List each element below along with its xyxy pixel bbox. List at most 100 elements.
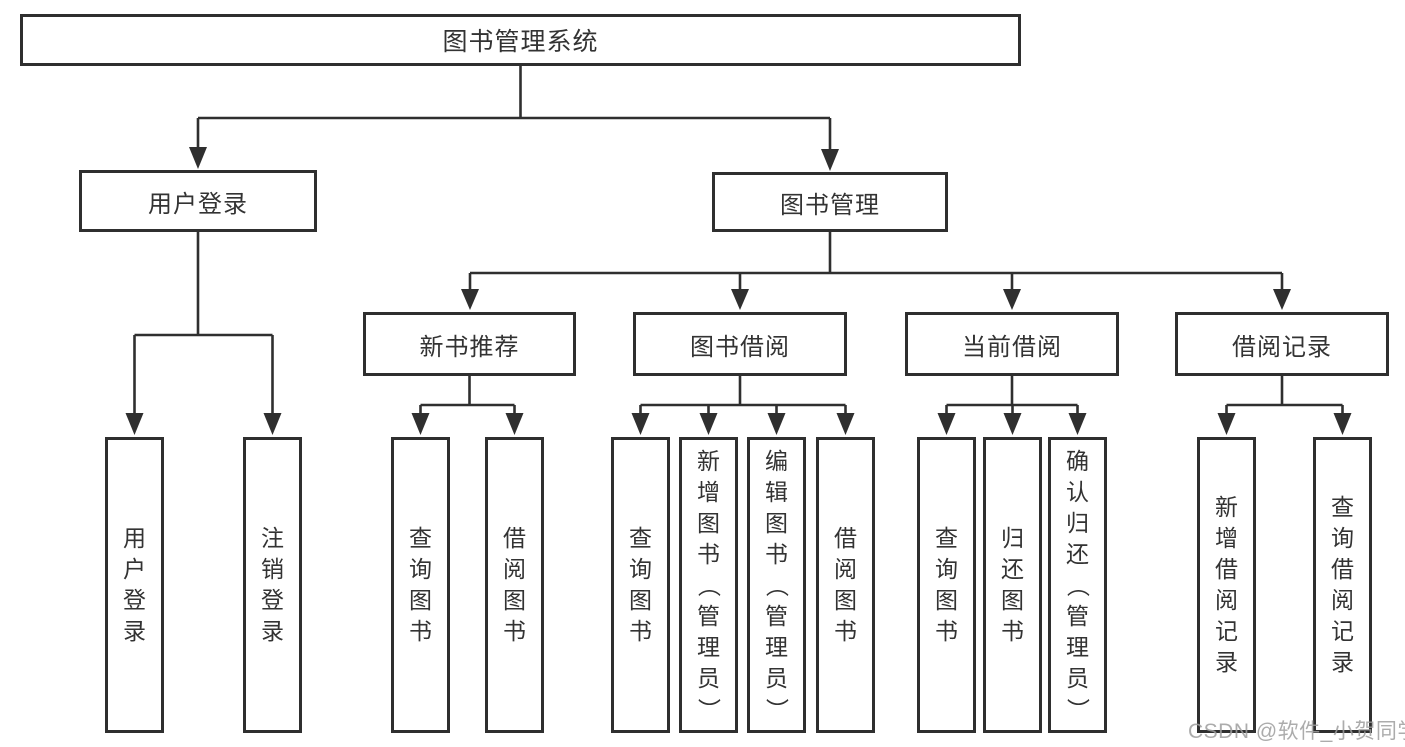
vertical-char: 新 bbox=[1215, 494, 1238, 520]
vertical-char: 管 bbox=[765, 602, 788, 629]
vertical-char: 销 bbox=[261, 556, 284, 582]
vertical-char: 录 bbox=[1215, 649, 1238, 675]
vertical-char: 增 bbox=[697, 478, 720, 505]
vertical-char: 录 bbox=[1331, 649, 1354, 675]
vertical-char: 员 bbox=[697, 664, 720, 691]
vertical-char: 询 bbox=[1331, 525, 1354, 551]
vertical-char: 录 bbox=[123, 618, 146, 644]
connector-borrow-records-children bbox=[1217, 376, 1352, 435]
node-leaf-logout: 注销登录 bbox=[243, 437, 302, 733]
vertical-char: 理 bbox=[1066, 633, 1089, 660]
connector-book-mgmt-children bbox=[461, 232, 1291, 310]
vertical-char: 借 bbox=[503, 525, 526, 551]
vertical-char: 借 bbox=[1215, 556, 1238, 582]
vertical-char: 询 bbox=[409, 556, 432, 582]
vertical-char: （ bbox=[764, 573, 790, 597]
vertical-char: 还 bbox=[1066, 540, 1089, 567]
vertical-char: ） bbox=[764, 697, 790, 721]
vertical-char: 记 bbox=[1215, 618, 1238, 644]
vertical-char: 查 bbox=[409, 525, 432, 551]
vertical-char: 阅 bbox=[1215, 587, 1238, 613]
vertical-char: 确 bbox=[1066, 447, 1089, 474]
csdn-watermark: CSDN @软件_小贺同学 bbox=[1188, 720, 1405, 743]
node-leaf-query-borrow-record: 查询借阅记录 bbox=[1313, 437, 1372, 733]
connector-current-borrow-children bbox=[937, 376, 1087, 435]
vertical-char: 查 bbox=[1331, 494, 1354, 520]
vertical-char: 增 bbox=[1215, 525, 1238, 551]
vertical-char: 书 bbox=[935, 618, 958, 644]
vertical-char: 户 bbox=[123, 556, 146, 582]
vertical-char: 查 bbox=[935, 525, 958, 551]
vertical-char: 用 bbox=[123, 525, 146, 551]
node-leaf-edit-books-admin: 编辑图书 （ 管理员 ） bbox=[747, 437, 806, 733]
vertical-char: 图 bbox=[834, 587, 857, 613]
vertical-char: 新 bbox=[697, 447, 720, 474]
node-borrow-records: 借阅记录 bbox=[1175, 312, 1389, 376]
vertical-char: （ bbox=[1065, 573, 1091, 597]
connector-new-book-rec-children bbox=[411, 376, 524, 435]
vertical-char: 记 bbox=[1331, 618, 1354, 644]
node-book-mgmt: 图书管理 bbox=[712, 172, 948, 232]
vertical-char: 图 bbox=[629, 587, 652, 613]
connector-root-to-level2 bbox=[189, 66, 839, 171]
vertical-char: 员 bbox=[765, 664, 788, 691]
node-leaf-borrow-books-2: 借阅图书 bbox=[816, 437, 875, 733]
vertical-char: 编 bbox=[765, 447, 788, 474]
vertical-char: 书 bbox=[765, 540, 788, 567]
node-leaf-borrow-books-1: 借阅图书 bbox=[485, 437, 544, 733]
node-root: 图书管理系统 bbox=[20, 14, 1021, 66]
node-new-book-rec: 新书推荐 bbox=[363, 312, 576, 376]
node-book-borrow: 图书借阅 bbox=[633, 312, 847, 376]
vertical-char: 书 bbox=[1001, 618, 1024, 644]
vertical-char: 归 bbox=[1066, 509, 1089, 536]
vertical-char: 图 bbox=[1001, 587, 1024, 613]
node-leaf-return-books: 归还图书 bbox=[983, 437, 1042, 733]
vertical-char: 认 bbox=[1066, 478, 1089, 505]
vertical-char: 图 bbox=[503, 587, 526, 613]
connector-user-login-children bbox=[125, 232, 282, 435]
vertical-char: 借 bbox=[1331, 556, 1354, 582]
vertical-char: 图 bbox=[409, 587, 432, 613]
vertical-char: 录 bbox=[261, 618, 284, 644]
vertical-char: 查 bbox=[629, 525, 652, 551]
vertical-char: 借 bbox=[834, 525, 857, 551]
vertical-char: 登 bbox=[123, 587, 146, 613]
node-current-borrow: 当前借阅 bbox=[905, 312, 1119, 376]
vertical-char: 书 bbox=[834, 618, 857, 644]
vertical-char: 注 bbox=[261, 525, 284, 551]
vertical-char: 图 bbox=[697, 509, 720, 536]
vertical-char: 理 bbox=[697, 633, 720, 660]
vertical-char: 理 bbox=[765, 633, 788, 660]
vertical-char: 阅 bbox=[503, 556, 526, 582]
vertical-char: 书 bbox=[409, 618, 432, 644]
vertical-char: 管 bbox=[1066, 602, 1089, 629]
vertical-char: 辑 bbox=[765, 478, 788, 505]
vertical-char: 书 bbox=[503, 618, 526, 644]
vertical-char: （ bbox=[696, 573, 722, 597]
vertical-char: 阅 bbox=[1331, 587, 1354, 613]
node-leaf-user-login: 用户登录 bbox=[105, 437, 164, 733]
node-leaf-query-books-3: 查询图书 bbox=[917, 437, 976, 733]
node-leaf-add-books-admin: 新增图书 （ 管理员 ） bbox=[679, 437, 738, 733]
node-leaf-query-books-2: 查询图书 bbox=[611, 437, 670, 733]
vertical-char: 登 bbox=[261, 587, 284, 613]
node-leaf-add-borrow-record: 新增借阅记录 bbox=[1197, 437, 1256, 733]
vertical-char: 还 bbox=[1001, 556, 1024, 582]
vertical-char: 书 bbox=[697, 540, 720, 567]
vertical-char: 询 bbox=[629, 556, 652, 582]
vertical-char: 图 bbox=[765, 509, 788, 536]
vertical-char: 员 bbox=[1066, 664, 1089, 691]
node-leaf-query-books-1: 查询图书 bbox=[391, 437, 450, 733]
vertical-char: 归 bbox=[1001, 525, 1024, 551]
vertical-char: ） bbox=[1065, 697, 1091, 721]
node-leaf-confirm-return-admin: 确认归还 （ 管理员 ） bbox=[1048, 437, 1107, 733]
vertical-char: 书 bbox=[629, 618, 652, 644]
vertical-char: 图 bbox=[935, 587, 958, 613]
vertical-char: 管 bbox=[697, 602, 720, 629]
vertical-char: 询 bbox=[935, 556, 958, 582]
connector-book-borrow-children bbox=[631, 376, 855, 435]
node-user-login: 用户登录 bbox=[79, 170, 317, 232]
vertical-char: ） bbox=[696, 697, 722, 721]
